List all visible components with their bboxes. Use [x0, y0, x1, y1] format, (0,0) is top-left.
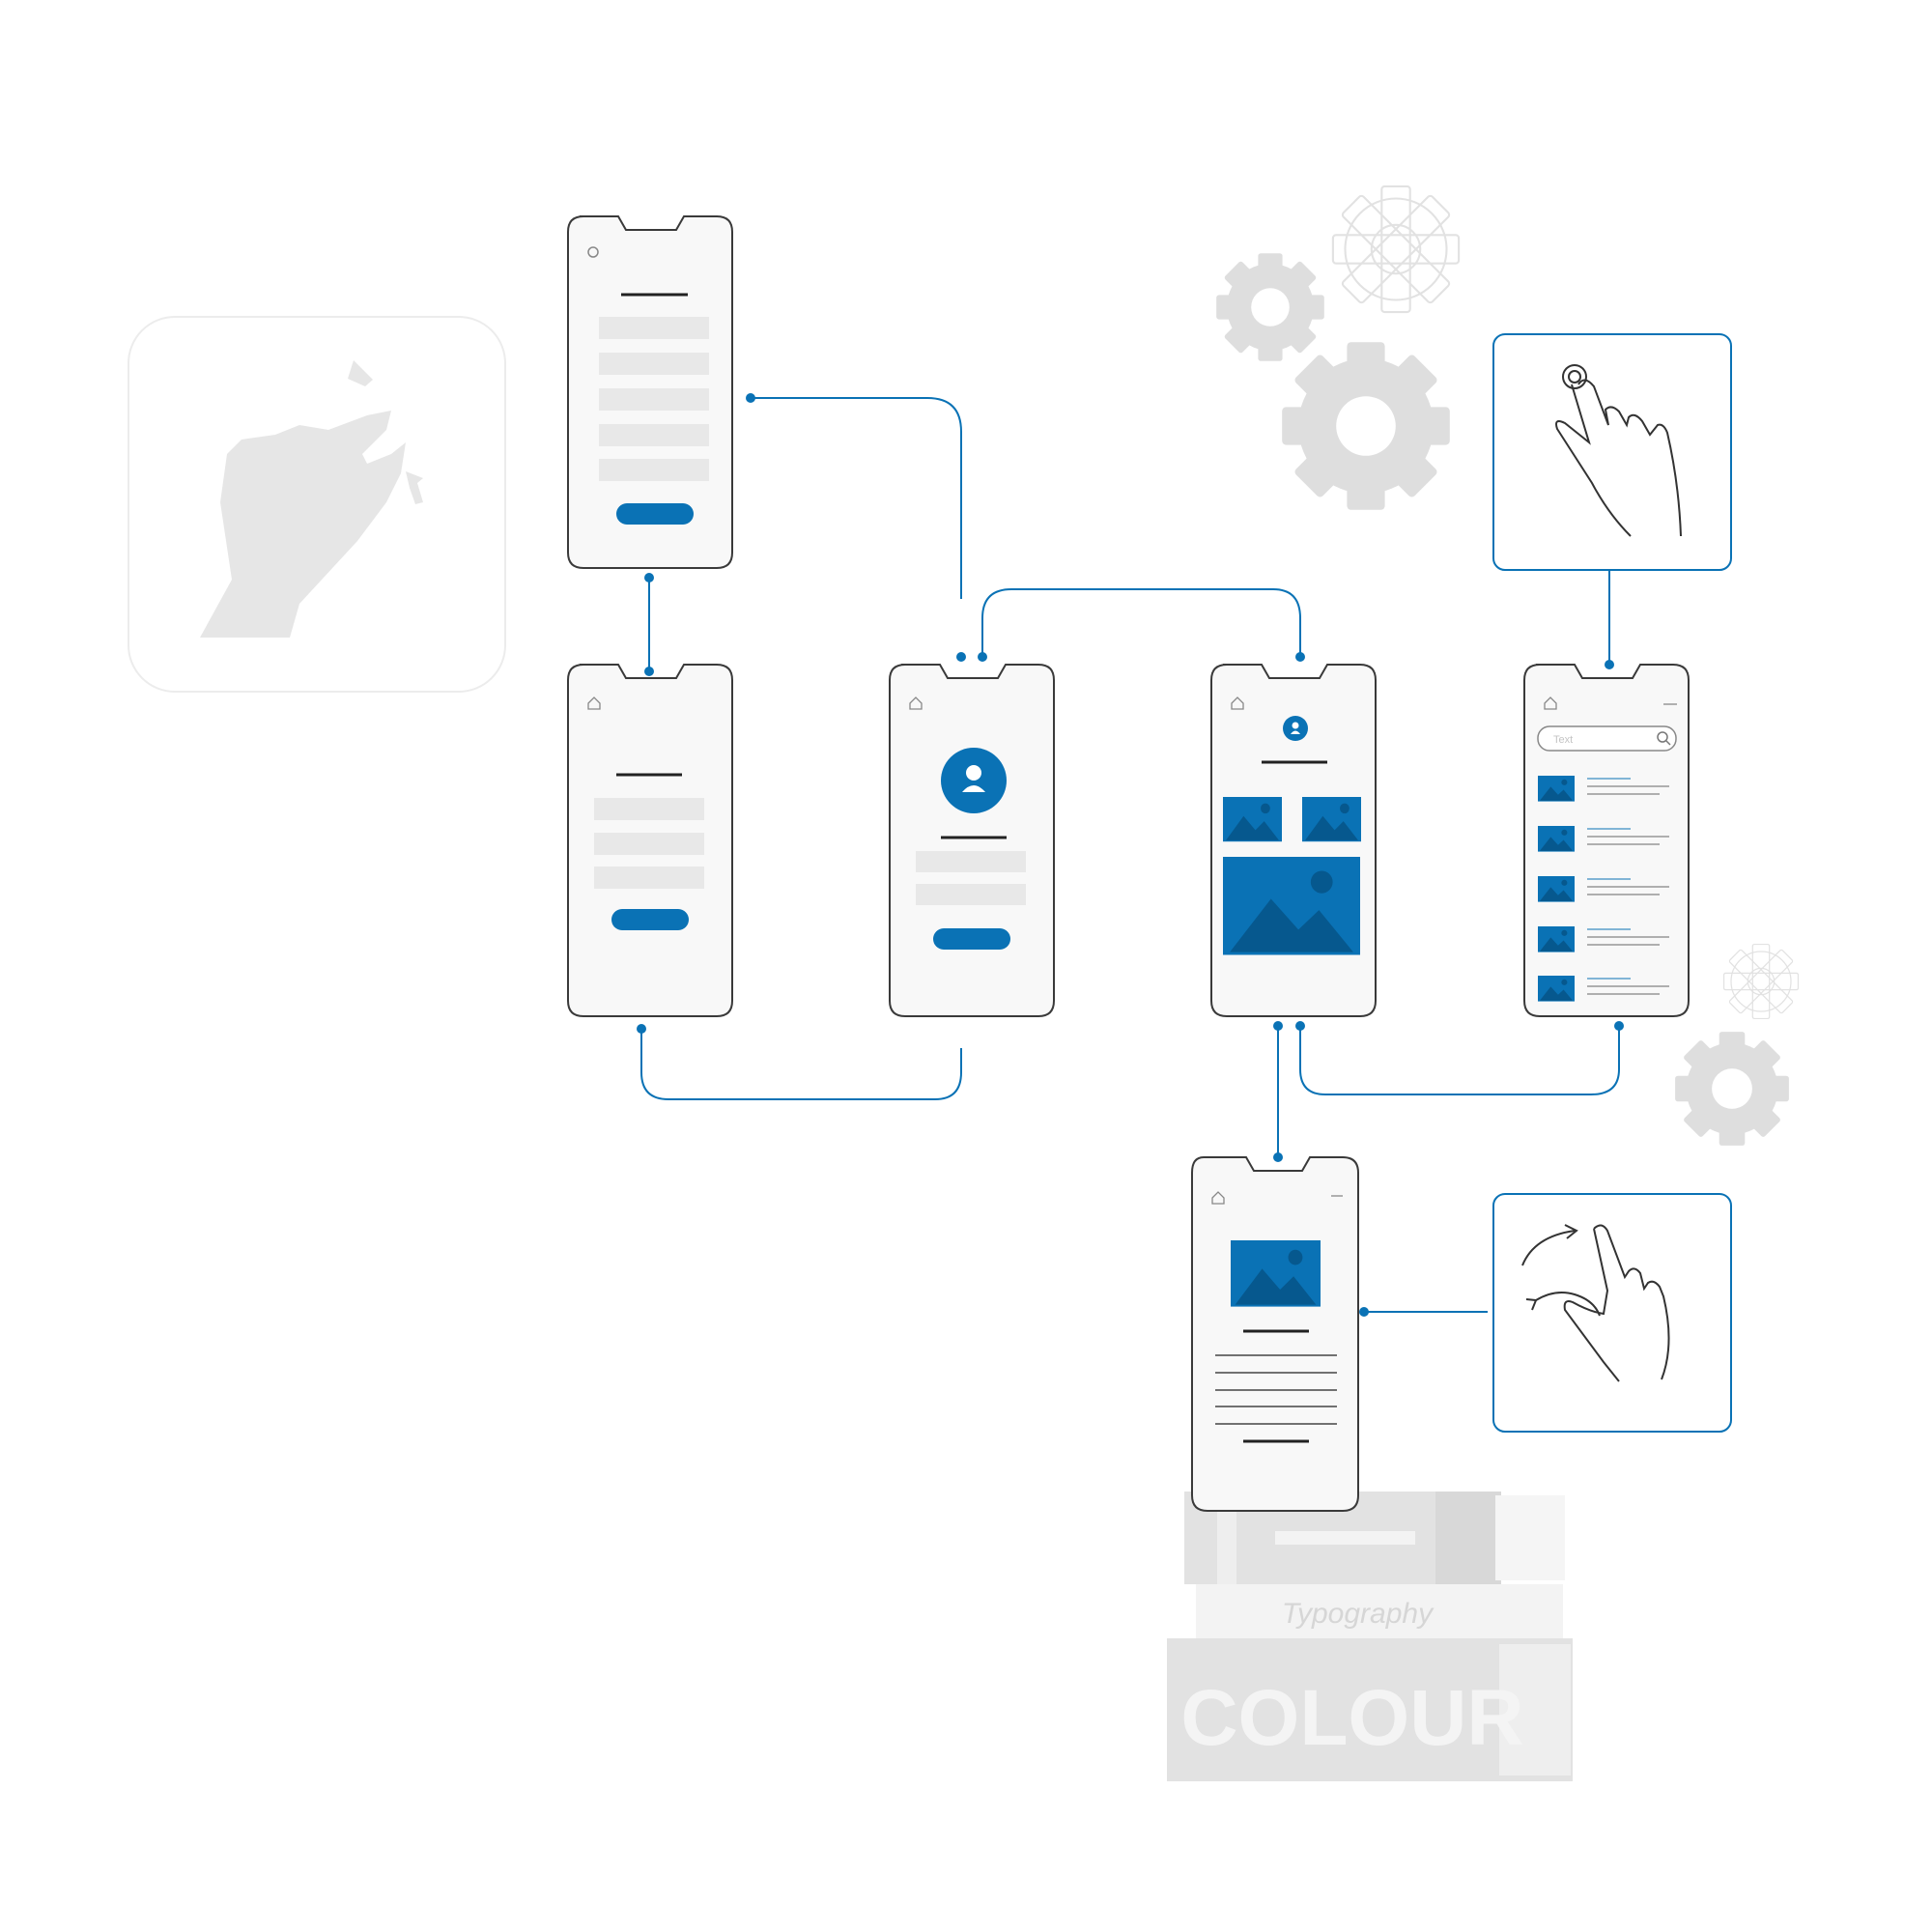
book-title-colour: COLOUR	[1180, 1674, 1523, 1762]
connector-dots	[637, 393, 1624, 1317]
home-icon	[587, 696, 601, 710]
login-screen	[889, 664, 1055, 1017]
pinch-gesture	[128, 316, 506, 693]
password-field[interactable]	[916, 884, 1026, 905]
list-item[interactable]	[1538, 976, 1669, 1002]
home-icon	[909, 696, 923, 710]
search-input[interactable]	[1537, 725, 1677, 752]
detail-screen	[1191, 1156, 1359, 1512]
status-icon	[587, 246, 599, 258]
gallery-screen	[1210, 664, 1377, 1017]
avatar-icon	[941, 748, 1007, 813]
tap-hand-icon	[1555, 364, 1682, 537]
next-button[interactable]	[611, 909, 689, 930]
avatar-icon	[1283, 716, 1308, 741]
gear-icon	[1216, 253, 1789, 1146]
image-icon	[1223, 857, 1360, 955]
pinch-hand-icon	[200, 360, 423, 638]
submit-button[interactable]	[616, 503, 694, 525]
book-stack: Typography COLOUR	[1167, 1492, 1573, 1781]
form-screen-2	[567, 664, 733, 1017]
gear-outline-icon	[1331, 185, 1800, 1020]
search-list-screen: Text	[1523, 664, 1690, 1017]
home-icon	[1211, 1191, 1225, 1205]
rotate-hand-icon	[1521, 1224, 1670, 1382]
image-icon	[1302, 797, 1361, 842]
rotate-gesture	[1492, 1193, 1732, 1433]
list-item[interactable]	[1538, 776, 1669, 802]
list-item[interactable]	[1538, 876, 1669, 902]
list-item[interactable]	[1538, 826, 1669, 852]
search-icon	[1657, 731, 1671, 746]
image-icon	[1223, 797, 1282, 842]
username-field[interactable]	[916, 851, 1026, 872]
list-item[interactable]	[1538, 926, 1669, 952]
book-title-typography: Typography	[1282, 1598, 1435, 1630]
tap-gesture	[1492, 333, 1732, 571]
form-screen-1	[567, 215, 733, 569]
image-icon	[1231, 1240, 1321, 1307]
flow-connectors	[640, 397, 1620, 1313]
login-button[interactable]	[933, 928, 1010, 950]
home-icon	[1544, 696, 1557, 710]
search-placeholder: Text	[1553, 734, 1573, 746]
home-icon	[1231, 696, 1244, 710]
